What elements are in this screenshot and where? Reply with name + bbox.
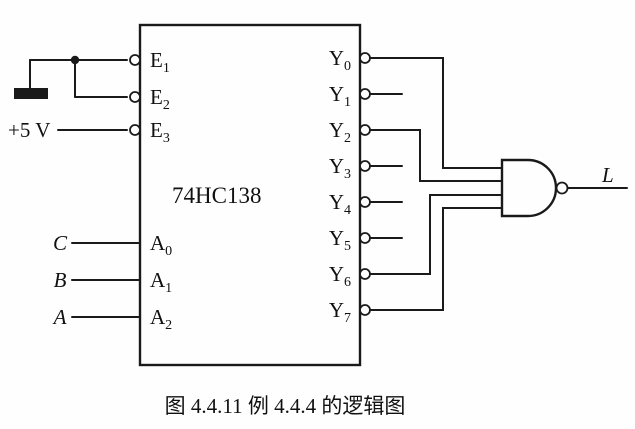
figure-caption: 图 4.4.11 例 4.4.4 的逻辑图 bbox=[165, 394, 406, 418]
chip-body bbox=[138, 23, 362, 367]
input-a-label: A bbox=[52, 305, 67, 329]
pin-label-y2: Y2 bbox=[329, 118, 351, 146]
pin-label-a0: A0 bbox=[150, 231, 172, 259]
pin-label-y7: Y7 bbox=[329, 298, 351, 326]
pin-label-a1: A1 bbox=[150, 268, 172, 296]
pin-label-y4: Y4 bbox=[329, 190, 351, 218]
wire-y7-to-gate bbox=[369, 207, 503, 311]
input-c-label: C bbox=[53, 231, 68, 255]
y4-bubble-icon bbox=[359, 196, 371, 208]
y2-bubble-icon bbox=[359, 124, 371, 136]
y1-bubble-icon bbox=[359, 88, 371, 100]
nand-gate bbox=[500, 158, 558, 218]
pin-label-y3: Y3 bbox=[329, 154, 351, 182]
e1-bubble-icon bbox=[129, 54, 141, 66]
e2-bubble-icon bbox=[129, 91, 141, 103]
output-l-label: L bbox=[601, 163, 614, 187]
wire-y6-to-gate bbox=[369, 194, 503, 275]
pin-label-y0: Y0 bbox=[329, 46, 351, 74]
wire-y2-to-gate bbox=[369, 129, 503, 182]
pin-label-y6: Y6 bbox=[329, 262, 351, 290]
chip-label: 74HC138 bbox=[172, 183, 261, 208]
supply-label: +5 V bbox=[8, 118, 50, 142]
input-b-label: B bbox=[54, 268, 67, 292]
nand-output-bubble-icon bbox=[555, 181, 569, 195]
y5-bubble-icon bbox=[359, 232, 371, 244]
y6-bubble-icon bbox=[359, 268, 371, 280]
pin-label-y1: Y1 bbox=[329, 82, 351, 110]
pin-label-a2: A2 bbox=[150, 305, 172, 333]
pin-label-e2: E2 bbox=[150, 85, 170, 113]
ground-symbol bbox=[14, 88, 48, 99]
pin-label-e3: E3 bbox=[150, 118, 170, 146]
y0-bubble-icon bbox=[359, 52, 371, 64]
pin-label-e1: E1 bbox=[150, 48, 170, 76]
pin-label-y5: Y5 bbox=[329, 226, 351, 254]
wire-y0-to-gate bbox=[369, 57, 503, 169]
y7-bubble-icon bbox=[359, 304, 371, 316]
y3-bubble-icon bbox=[359, 160, 371, 172]
e3-bubble-icon bbox=[129, 124, 141, 136]
